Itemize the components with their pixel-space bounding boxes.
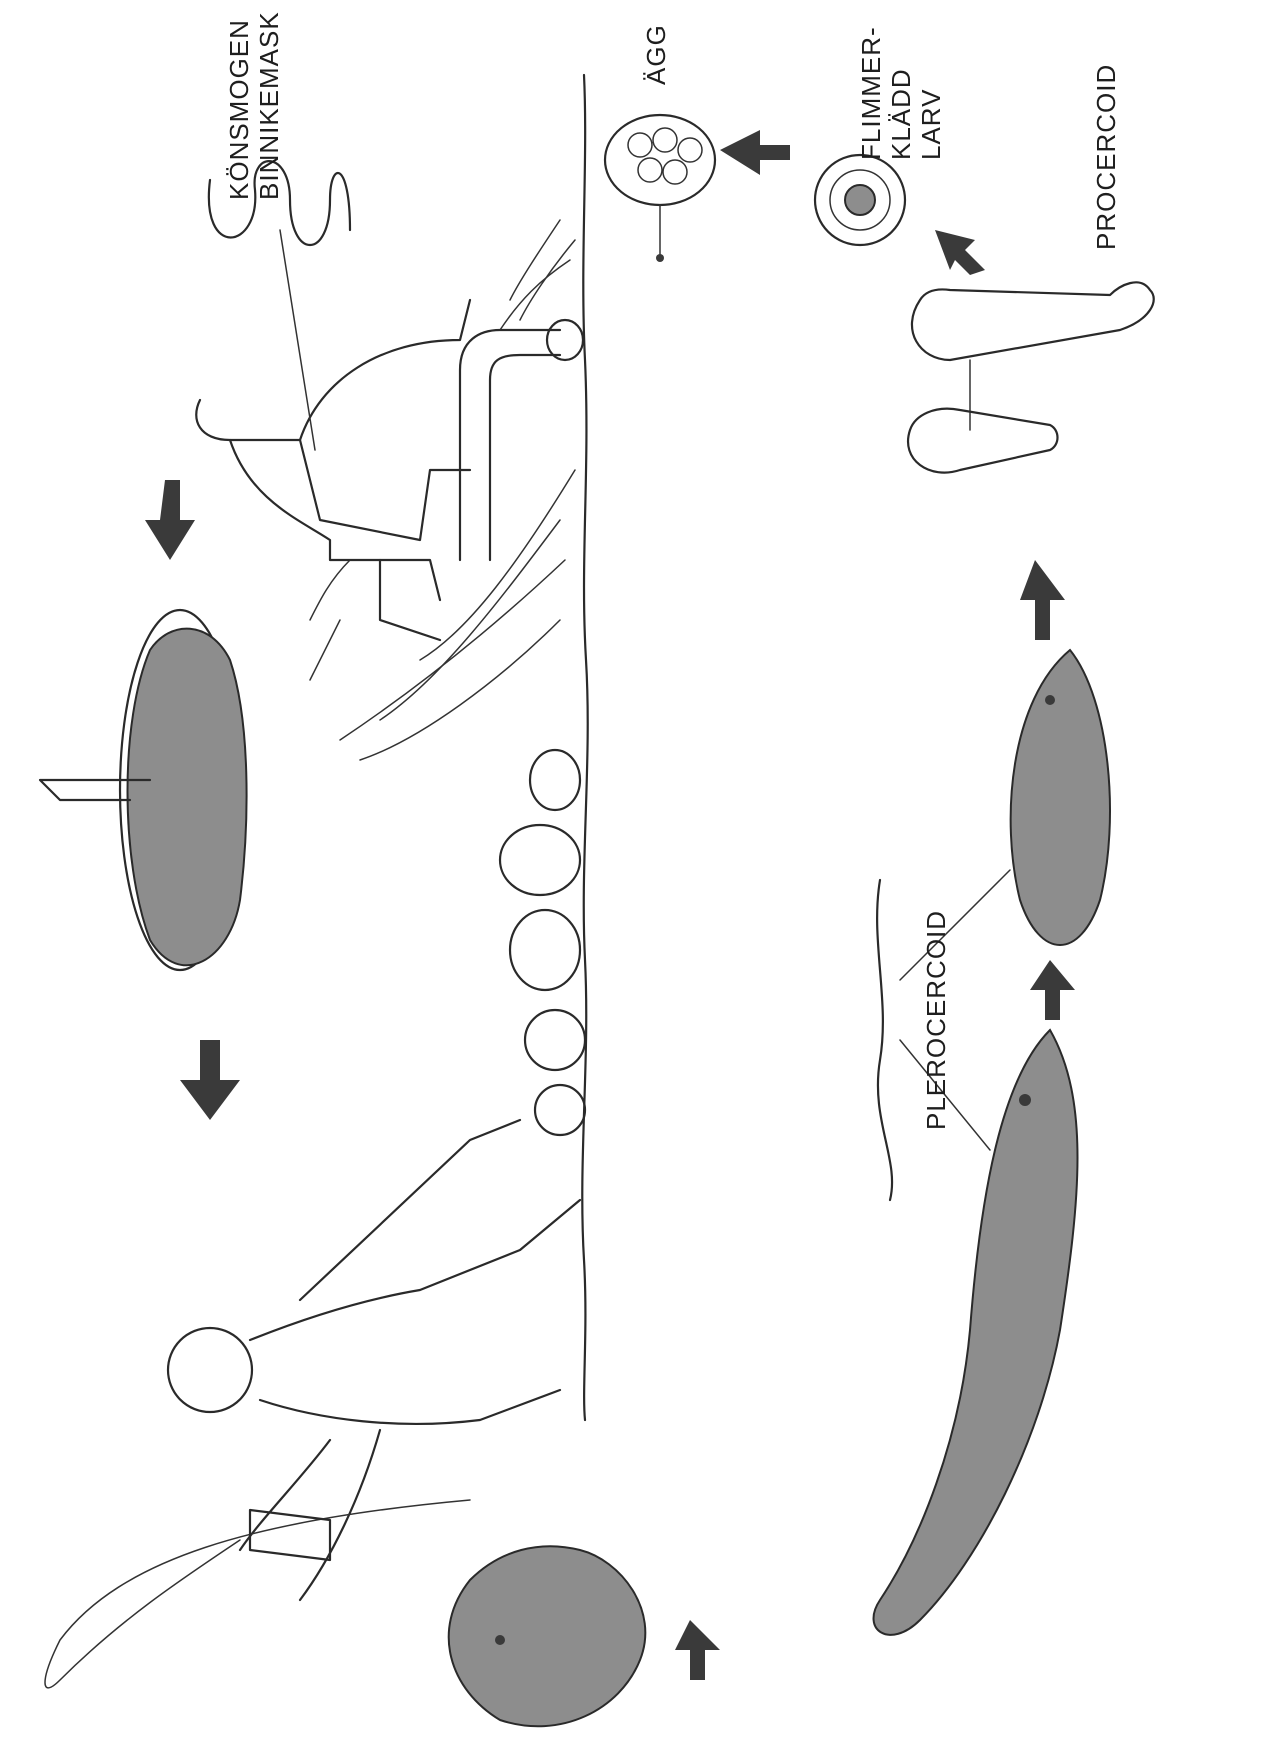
label-adult-worm-line1: KÖNSMOGEN	[224, 19, 254, 200]
arrow-2	[145, 480, 195, 560]
arrow-6	[1030, 960, 1075, 1020]
label-procercoid: PROCERCOID	[1091, 64, 1121, 250]
arrow-7	[675, 1620, 720, 1680]
reeds	[310, 220, 575, 760]
arrow-5	[1020, 560, 1065, 640]
label-plerocercoid: PLEROCERCOID	[921, 910, 951, 1130]
hooked-pike	[449, 1546, 646, 1726]
sewage-pipe	[460, 320, 583, 560]
person-with-tapeworm	[196, 161, 470, 640]
ciliated-larva	[815, 155, 905, 245]
label-larva-line2: KLÄDD	[886, 68, 916, 160]
plerocercoid-worm	[877, 880, 892, 1200]
label-larva-line3: LARV	[916, 89, 946, 160]
arrow-3	[720, 130, 790, 175]
label-adult-worm-line2: BINNIKEMASK	[254, 11, 284, 200]
arrow-4	[935, 230, 985, 275]
egg-cell	[605, 115, 715, 262]
perch	[1011, 650, 1110, 945]
stones	[500, 750, 585, 1135]
copepod	[908, 409, 1057, 473]
label-eggs: ÄGG	[641, 24, 671, 85]
cycle-arrows	[145, 130, 1075, 1680]
label-larva-line1: FLIMMER-	[856, 26, 886, 160]
water-surface-line	[582, 75, 587, 1420]
arrow-1	[180, 1040, 240, 1120]
cooked-pike-on-plate	[40, 610, 247, 970]
